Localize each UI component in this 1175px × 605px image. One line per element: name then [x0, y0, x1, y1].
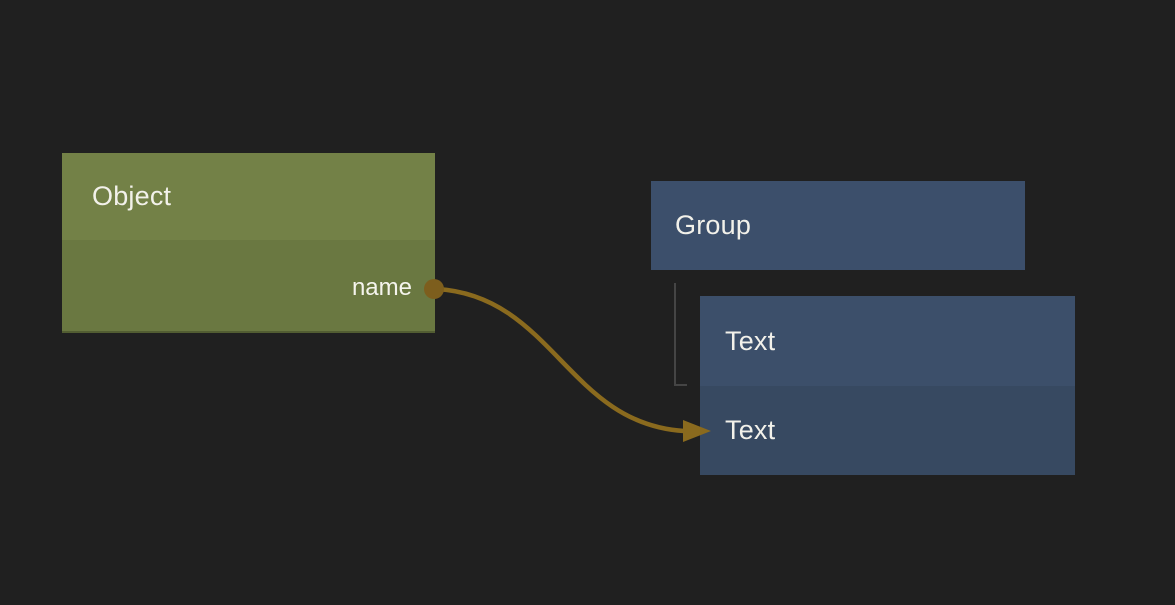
node-object[interactable]: Object name	[62, 153, 435, 333]
port-row-name[interactable]: name	[352, 273, 412, 303]
node-text-title: Text	[725, 325, 776, 356]
node-object-title: Object	[92, 181, 172, 211]
node-text[interactable]: Text Text	[700, 296, 1075, 475]
group-child-tree-line	[674, 283, 687, 386]
node-text-header[interactable]: Text	[700, 296, 1075, 386]
node-group[interactable]: Group	[651, 181, 1025, 270]
node-text-field-label: Text	[725, 415, 776, 445]
node-text-field-row[interactable]: Text	[700, 386, 1075, 475]
connection-wire[interactable]	[434, 286, 687, 434]
node-object-header[interactable]: Object	[62, 153, 435, 240]
port-name-label: name	[351, 274, 412, 301]
node-group-title: Group	[675, 210, 752, 240]
node-object-body: name	[62, 240, 435, 333]
